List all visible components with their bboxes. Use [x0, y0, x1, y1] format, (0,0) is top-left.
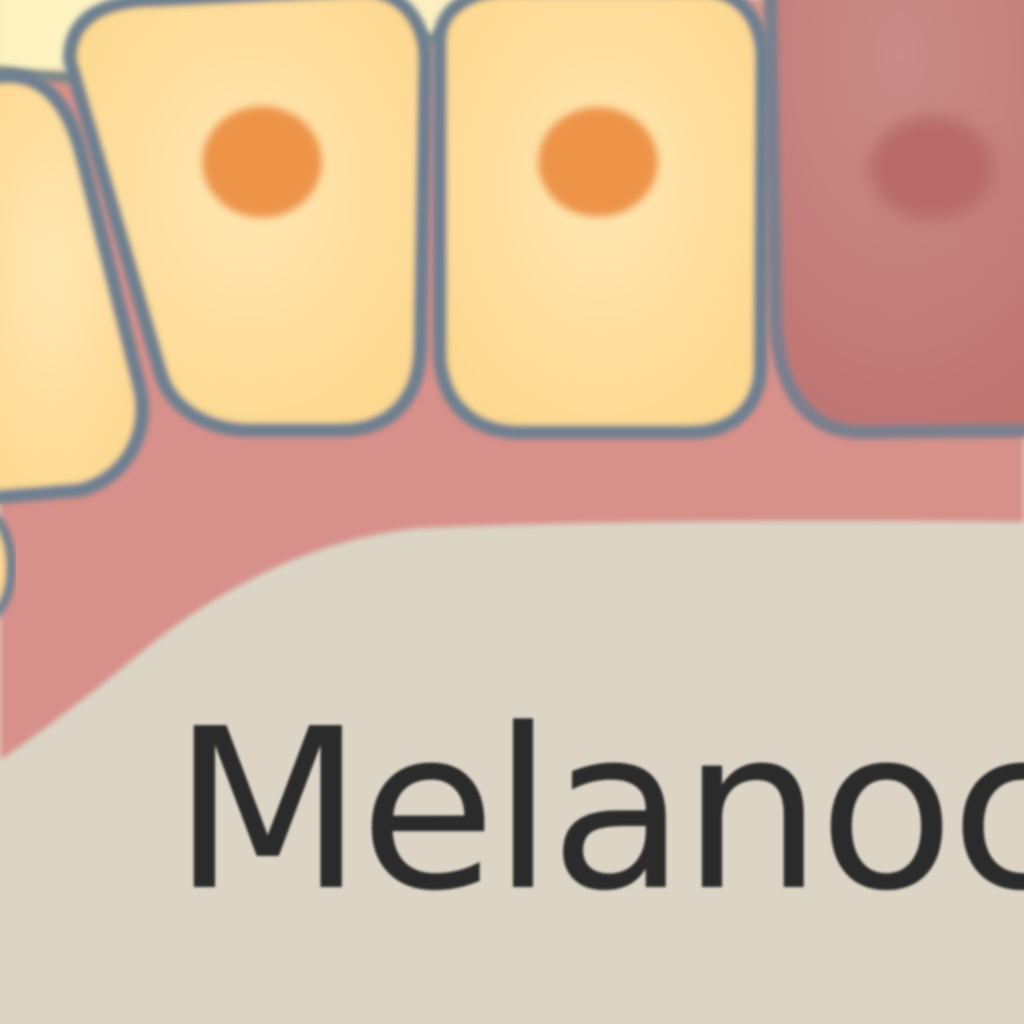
melanocyte-label: Melanocy	[172, 682, 1024, 940]
keratinocyte-cell-2	[433, 0, 770, 439]
melanocyte-nucleus	[870, 116, 994, 220]
melanocyte-cell	[763, 0, 1024, 440]
nucleus-1	[202, 106, 322, 218]
keratinocyte-cell-edge	[0, 516, 16, 616]
nucleus-2	[538, 107, 658, 217]
keratinocyte-cell-1	[62, 0, 433, 437]
keratinocyte-cell-left	[0, 69, 149, 504]
